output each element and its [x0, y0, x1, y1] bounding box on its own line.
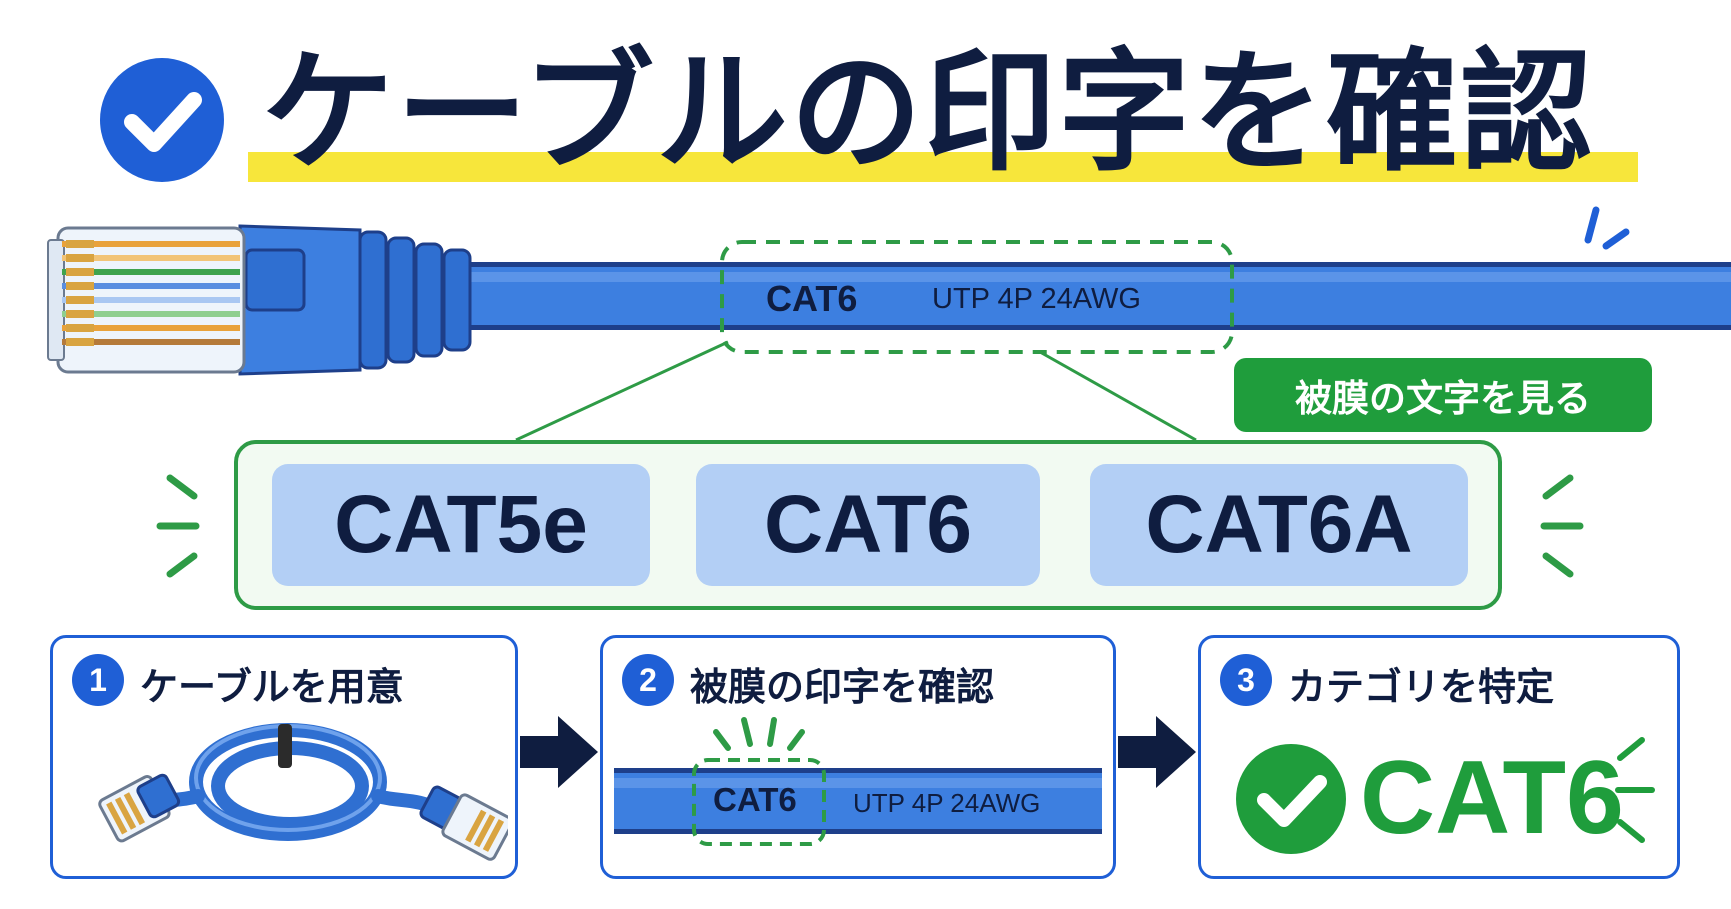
title-check-icon: [100, 58, 224, 182]
ethernet-cable-illustration: [47, 206, 1731, 440]
arrow-right-icon: [1118, 716, 1196, 788]
print-highlight-frame: [720, 240, 1234, 354]
coiled-cable-icon: [98, 723, 508, 861]
step-2-print-spec: UTP 4P 24AWG: [853, 788, 1041, 818]
step-1-title: ケーブルを用意: [140, 665, 404, 709]
step-2-title: 被膜の印字を確認: [690, 665, 995, 709]
cable-print-category: CAT6: [766, 278, 858, 319]
step-3-number: 3: [1220, 654, 1272, 706]
step-2-print-category: CAT6: [713, 781, 797, 818]
emphasis-lines-icon: [156, 474, 200, 578]
emphasis-lines-icon: [713, 717, 805, 751]
emphasis-lines-icon: [1584, 206, 1630, 250]
step-1-number: 1: [72, 654, 124, 706]
category-chip-cat5e: CAT5e: [272, 464, 650, 586]
result-check-icon: [1236, 744, 1346, 854]
step-2-number: 2: [622, 654, 674, 706]
result-category: CAT6: [1360, 740, 1624, 856]
cable-print-spec: UTP 4P 24AWG: [932, 283, 1141, 315]
emphasis-lines-icon: [1540, 474, 1584, 578]
connector-boot: [358, 230, 472, 370]
callout-badge: 被膜の文字を見る: [1234, 358, 1652, 432]
category-chip-cat6a: CAT6A: [1090, 464, 1468, 586]
arrow-right-icon: [520, 716, 598, 788]
emphasis-lines-icon: [1615, 737, 1655, 843]
page-title: ケーブルの印字を確認: [262, 36, 1595, 190]
step-3-title: カテゴリを特定: [1288, 665, 1555, 709]
title-highlight: [248, 152, 1638, 182]
step-2-card: [600, 635, 1116, 879]
step-2-cable-illustration: [614, 717, 1102, 846]
ethernet-connector-icon: [47, 226, 246, 374]
category-chip-cat6: CAT6: [696, 464, 1040, 586]
